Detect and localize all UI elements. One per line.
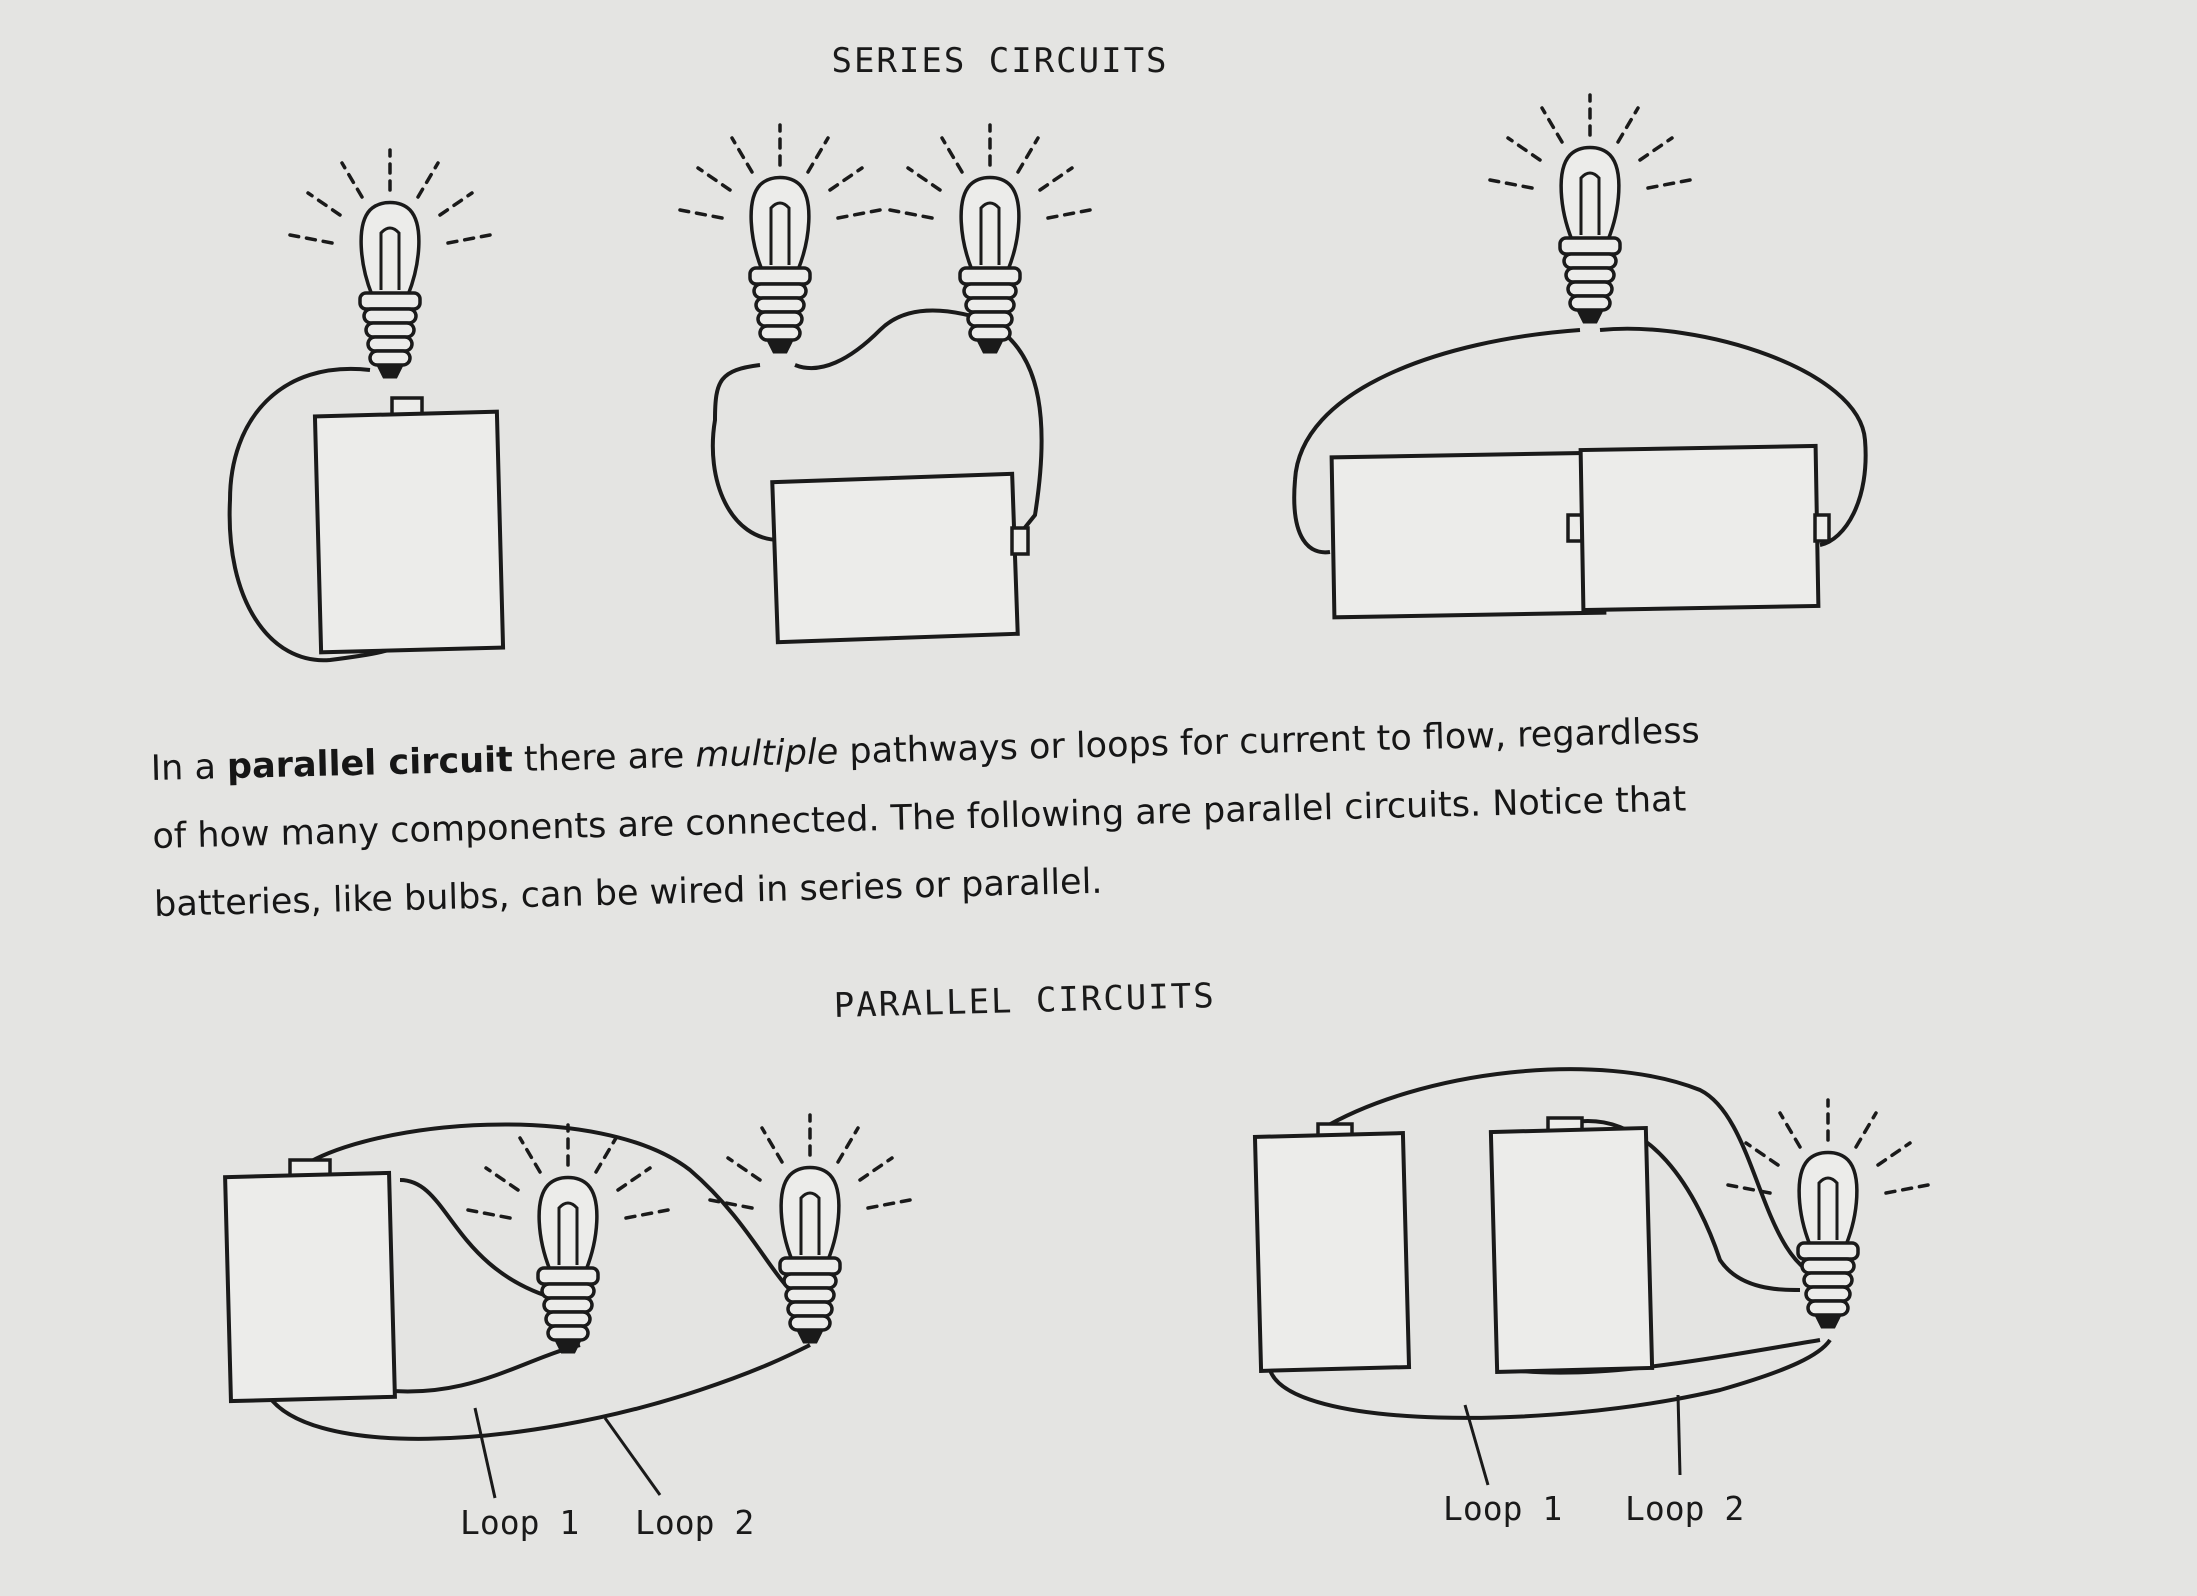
bulb-icon — [708, 1113, 912, 1344]
paragraph-line-2: of how many components are connected. Th… — [152, 779, 1687, 857]
paragraph-line-3: batteries, like bulbs, can be wired in s… — [153, 861, 1103, 925]
series-circuits-heading: SERIES CIRCUITS — [831, 41, 1168, 81]
loop-2-label: Loop 2 — [635, 1503, 754, 1542]
multiple-emphasis: multiple — [694, 732, 839, 776]
bulb-icon — [678, 123, 882, 354]
bulb-icon — [288, 148, 492, 379]
series-circuit-two-batteries — [1292, 93, 1868, 620]
bulb-icon — [1726, 1098, 1930, 1329]
loop-1-label: Loop 1 — [1443, 1489, 1562, 1528]
bulb-icon — [888, 123, 1092, 354]
series-circuit-two-bulbs — [678, 123, 1092, 645]
loop-1-label: Loop 1 — [460, 1503, 579, 1542]
bulb-icon — [466, 1123, 670, 1354]
parallel-circuit-term: parallel circuit — [226, 740, 514, 788]
parallel-circuit-two-bulbs: Loop 1 Loop 2 — [223, 1113, 912, 1542]
loop-2-label: Loop 2 — [1625, 1489, 1744, 1528]
parallel-circuits-heading: PARALLEL CIRCUITS — [833, 976, 1216, 1026]
series-circuit-one-bulb — [227, 148, 506, 663]
bulb-icon — [1488, 93, 1692, 324]
parallel-circuit-two-batteries: Loop 1 Loop 2 — [1252, 1067, 1930, 1528]
